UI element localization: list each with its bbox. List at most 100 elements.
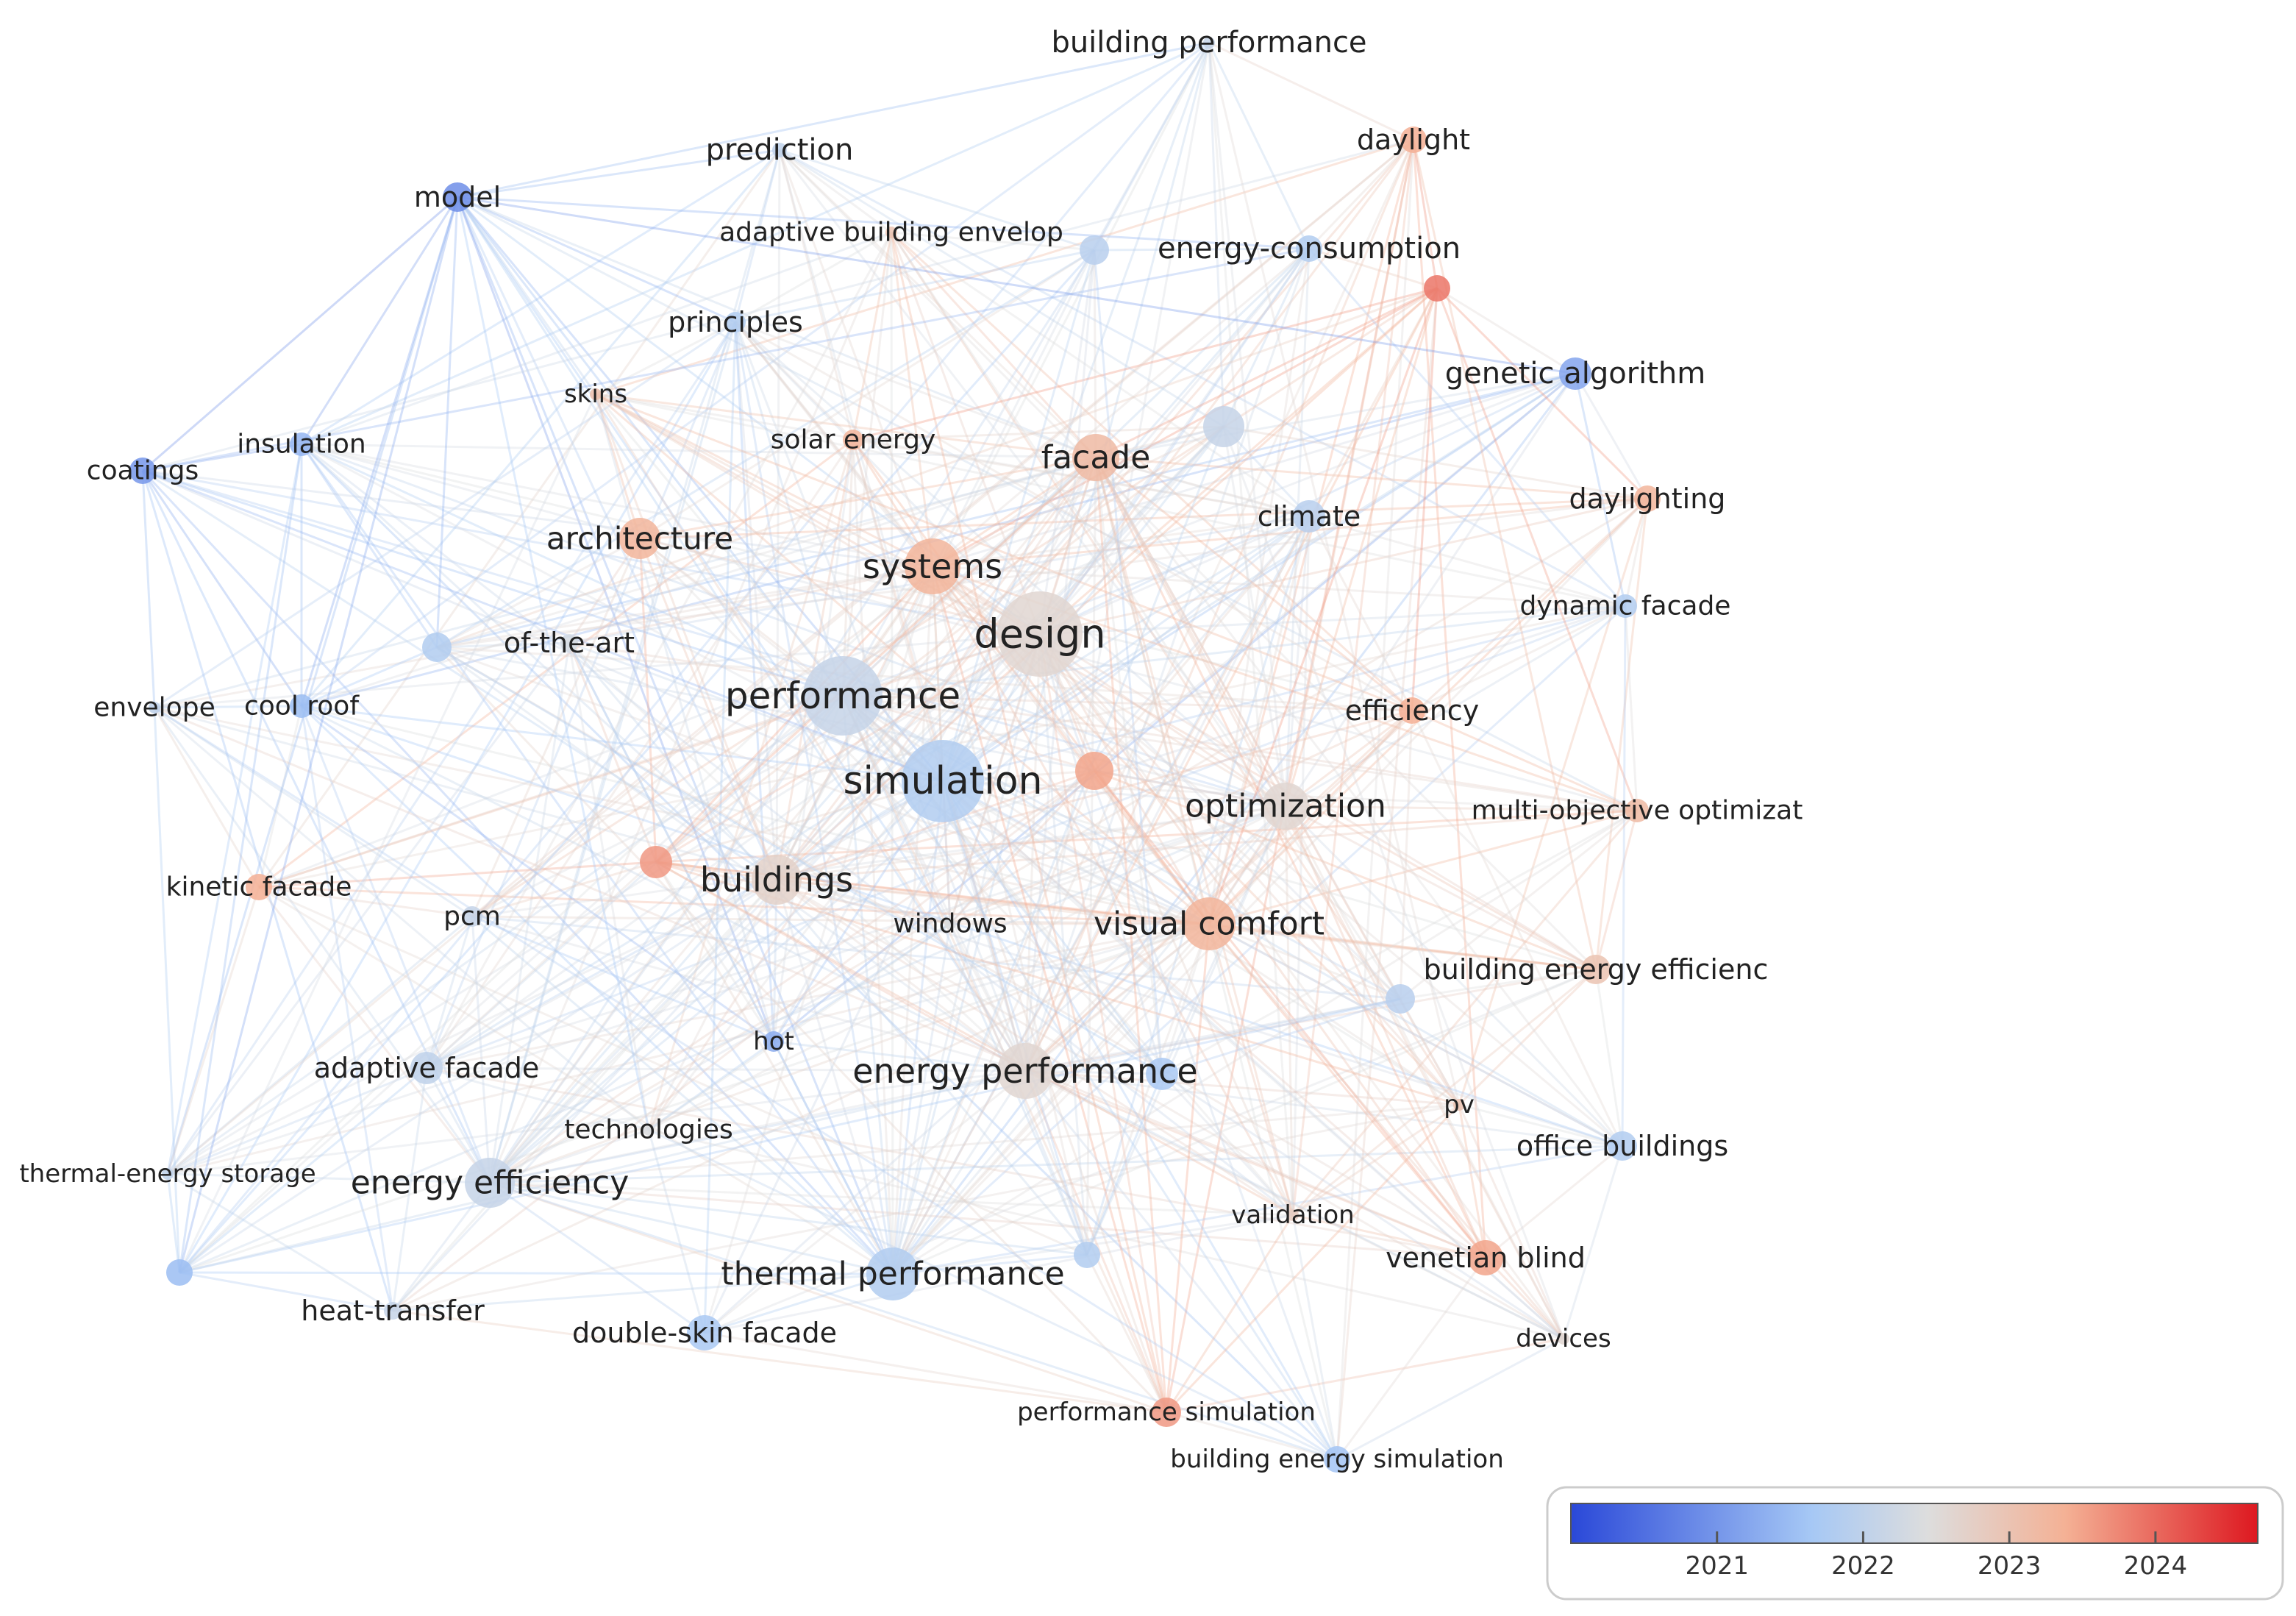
node-prediction[interactable] <box>772 143 787 157</box>
node-facade[interactable] <box>1072 434 1119 481</box>
node-thermal-energy-storage[interactable] <box>162 1168 174 1180</box>
edge <box>154 706 649 1131</box>
node-technologies[interactable] <box>643 1124 655 1136</box>
edge <box>1095 456 1413 712</box>
node-thermal-performance[interactable] <box>866 1247 919 1300</box>
node-model[interactable] <box>443 182 472 212</box>
edge <box>568 641 944 783</box>
edge <box>891 605 1627 1275</box>
node-systems[interactable] <box>905 538 960 594</box>
node-envelope[interactable] <box>149 702 160 713</box>
node-unlabeled[interactable] <box>166 1259 193 1286</box>
node-devices[interactable] <box>1558 1333 1569 1345</box>
node-pcm[interactable] <box>462 906 482 927</box>
node-unlabeled[interactable] <box>1074 1242 1100 1268</box>
node-insulation[interactable] <box>290 433 313 456</box>
edge <box>595 393 1597 971</box>
node-cool-roof[interactable] <box>290 694 313 718</box>
node-coatings[interactable] <box>129 458 156 484</box>
node-efficiency[interactable] <box>1399 697 1425 724</box>
node-adaptive-facade[interactable] <box>410 1052 443 1084</box>
nodes-layer <box>129 37 1661 1473</box>
node-skins[interactable] <box>590 388 602 400</box>
edge <box>1285 805 1597 971</box>
node-hot[interactable] <box>763 1031 784 1052</box>
node-unlabeled[interactable] <box>1424 275 1450 302</box>
node-daylight[interactable] <box>1400 127 1427 153</box>
edge <box>153 707 260 888</box>
node-buildings[interactable] <box>752 855 802 905</box>
node-energy-performance[interactable] <box>997 1043 1053 1099</box>
edge <box>890 232 1461 1106</box>
edge <box>1039 633 1597 971</box>
node-office-buildings[interactable] <box>1608 1131 1637 1161</box>
node-pv[interactable] <box>1453 1099 1465 1111</box>
edge <box>436 646 1486 1259</box>
node-unlabeled[interactable] <box>640 846 672 878</box>
edge <box>391 425 1225 1312</box>
node-genetic-algorithm[interactable] <box>1559 357 1591 390</box>
node-windows[interactable] <box>944 918 956 930</box>
node-unlabeled[interactable] <box>1080 235 1109 265</box>
node-building-energy-simulation[interactable] <box>1324 1446 1350 1473</box>
edge <box>1208 923 1565 1339</box>
node-energy-efficiency[interactable] <box>465 1158 515 1208</box>
edge <box>391 879 778 1311</box>
edge <box>391 1067 428 1311</box>
edge <box>704 922 1210 1334</box>
edge <box>425 321 737 1069</box>
edge <box>489 769 1095 1184</box>
node-validation[interactable] <box>1287 1209 1299 1221</box>
node-dynamic-facade[interactable] <box>1614 594 1637 618</box>
node-venetian-blind[interactable] <box>1468 1240 1503 1275</box>
edge <box>890 232 1168 1413</box>
node-performance-simulation[interactable] <box>1152 1398 1181 1427</box>
node-optimization[interactable] <box>1262 783 1309 830</box>
node-daylighting[interactable] <box>1634 485 1661 512</box>
edge <box>179 1271 393 1312</box>
edge <box>178 394 597 1273</box>
edge <box>595 393 1626 608</box>
node-double-skin-facade[interactable] <box>687 1315 722 1350</box>
edge <box>301 231 892 446</box>
node-design[interactable] <box>997 591 1083 677</box>
node-solar-energy[interactable] <box>843 430 863 450</box>
edge <box>436 646 1026 1072</box>
edge <box>488 248 1311 1183</box>
node-building-energy-efficienc[interactable] <box>1581 955 1611 984</box>
node-principles[interactable] <box>725 312 746 332</box>
node-unlabeled[interactable] <box>1146 1058 1178 1090</box>
edge <box>852 439 944 782</box>
node-of-the-art[interactable] <box>560 634 578 652</box>
edge <box>1085 1073 1163 1256</box>
node-unlabeled[interactable] <box>1075 752 1113 790</box>
label-daylight: daylight <box>1357 124 1470 156</box>
edge <box>773 372 1576 1043</box>
edge <box>772 879 778 1042</box>
node-architecture[interactable] <box>619 518 660 559</box>
edge <box>142 469 1286 808</box>
node-heat-transfer[interactable] <box>384 1302 402 1320</box>
node-unlabeled[interactable] <box>1386 984 1415 1014</box>
edge <box>166 444 303 1175</box>
node-energy-consumption[interactable] <box>1296 235 1322 262</box>
node-simulation[interactable] <box>902 740 984 822</box>
edge <box>1094 247 1310 252</box>
edge <box>776 605 1626 881</box>
edge <box>456 196 894 1275</box>
node-unlabeled[interactable] <box>422 633 452 662</box>
edge <box>301 705 1210 925</box>
edge <box>471 916 491 1183</box>
edge <box>655 565 934 864</box>
legend-tick-2021: 2021 <box>1685 1551 1749 1581</box>
node-unlabeled[interactable] <box>1203 406 1244 447</box>
node-building-performance[interactable] <box>1203 37 1215 49</box>
node-multi-objective-optimizat[interactable] <box>1625 799 1649 822</box>
node-performance[interactable] <box>803 656 883 736</box>
node-kinetic-facade[interactable] <box>246 874 272 900</box>
node-visual-comfort[interactable] <box>1183 897 1236 950</box>
edge <box>734 321 1041 636</box>
node-climate[interactable] <box>1293 500 1325 533</box>
edge <box>178 196 459 1273</box>
node-adaptive-building-envelop[interactable] <box>885 227 897 238</box>
